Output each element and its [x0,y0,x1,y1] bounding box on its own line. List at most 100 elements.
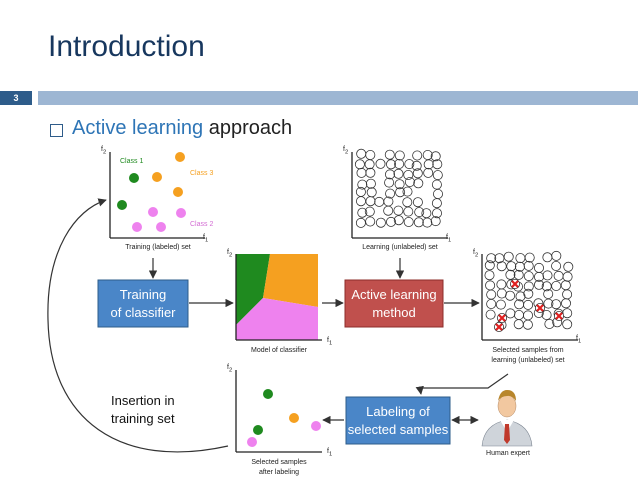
unlabeled-point [514,309,525,320]
active-learning-box [344,279,444,328]
unlabeled-point [513,269,524,280]
unlabeled-point [422,217,433,228]
unlabeled-point [523,299,534,310]
axis-f1-training: f1 [203,234,209,244]
unlabeled-point [403,169,414,180]
learning-set-plot [351,152,448,239]
unlabeled-point [412,150,423,161]
unlabeled-point [412,168,423,179]
unlabeled-point [560,280,571,291]
unlabeled-point [413,178,424,189]
unlabeled-point [430,151,441,162]
unlabeled-point [432,188,443,199]
unlabeled-point [544,318,555,329]
unlabeled-point [534,271,545,282]
unlabeled-point [423,167,434,178]
unlabeled-point [432,170,443,181]
unlabeled-point [357,179,368,190]
unlabeled-point [553,270,564,281]
class1-label: Class 1 [120,158,144,165]
unlabeled-point [385,216,396,227]
unlabeled-point [551,250,562,261]
unlabeled-point [514,261,525,272]
learning-set-caption: Learning (unlabeled) set [362,244,438,251]
insertion-line2: training set [111,411,175,426]
unlabeled-point [534,262,545,273]
unlabeled-point [513,319,524,330]
unlabeled-point [394,150,405,161]
selected-samples-plot [481,254,578,341]
axis-f2-after: f2 [227,364,233,374]
unlabeled-point [523,288,534,299]
selected-sample-marker [509,278,520,289]
human-expert-icon [481,390,533,447]
unlabeled-point [495,299,506,310]
unlabeled-point [431,179,442,190]
unlabeled-point [414,207,425,218]
unlabeled-point [383,205,394,216]
classifier-model-plot [235,254,322,341]
axis-f2-selected: f2 [473,249,479,259]
unlabeled-point [364,159,375,170]
unlabeled-point [365,149,376,160]
unlabeled-point [486,298,497,309]
model-caption: Model of classifier [250,347,308,354]
unlabeled-point [486,253,497,264]
unlabeled-point [496,288,507,299]
unlabeled-point [402,186,413,197]
unlabeled-point [412,197,423,208]
unlabeled-point [411,160,422,171]
axis-f1-model: f1 [327,337,333,347]
after-labeling-plot [235,370,322,453]
unlabeled-point [394,158,405,169]
unlabeled-point [393,205,404,216]
after-caption-line1: Selected samples [251,459,307,466]
unlabeled-point [505,290,516,301]
unlabeled-point [484,260,495,271]
unlabeled-point [393,168,404,179]
unlabeled-point [496,279,507,290]
insertion-label: Insertion in training set [111,392,175,428]
class2-point [247,437,257,447]
unlabeled-point [432,159,443,170]
class2-label: Class 2 [190,221,214,228]
unlabeled-point [357,207,368,218]
heading-accent: Active learning [72,117,204,139]
unlabeled-point [562,271,573,282]
unlabeled-point [365,167,376,178]
unlabeled-point [375,158,386,169]
class3-label: Class 3 [190,170,214,177]
unlabeled-point [524,252,535,263]
slide-heading: Active learning approach [72,117,292,140]
unlabeled-point [543,288,554,299]
unlabeled-point [523,281,534,292]
unlabeled-point [515,253,526,264]
labeling-box-line1: Labeling of [366,403,430,419]
unlabeled-point [515,291,526,302]
axis-f2-training: f2 [101,146,107,156]
axis-f1-learning: f1 [446,234,452,244]
unlabeled-point [485,280,496,291]
unlabeled-point [355,217,366,228]
unlabeled-point [423,159,434,170]
selected-caption-line1: Selected samples from [492,347,564,354]
unlabeled-point [393,215,404,226]
unlabeled-point [394,179,405,190]
class1-region [236,254,270,325]
axis-f2-model: f2 [227,249,233,259]
selected-sample-marker [493,321,504,332]
training-box [97,279,189,328]
selected-caption: Selected samples from learning (unlabele… [470,346,586,366]
axis-f1-after: f1 [327,448,333,458]
insertion-loop-arrow [47,198,229,453]
bullet-square-icon [50,124,63,137]
class2-region [236,298,318,340]
class1-point [129,173,139,183]
active-box-line2: method [372,304,416,320]
selected-sample-markers [493,278,565,332]
unlabeled-point [486,289,497,300]
class2-point [148,207,158,217]
unlabeled-point [534,279,545,290]
class3-point [152,172,162,182]
